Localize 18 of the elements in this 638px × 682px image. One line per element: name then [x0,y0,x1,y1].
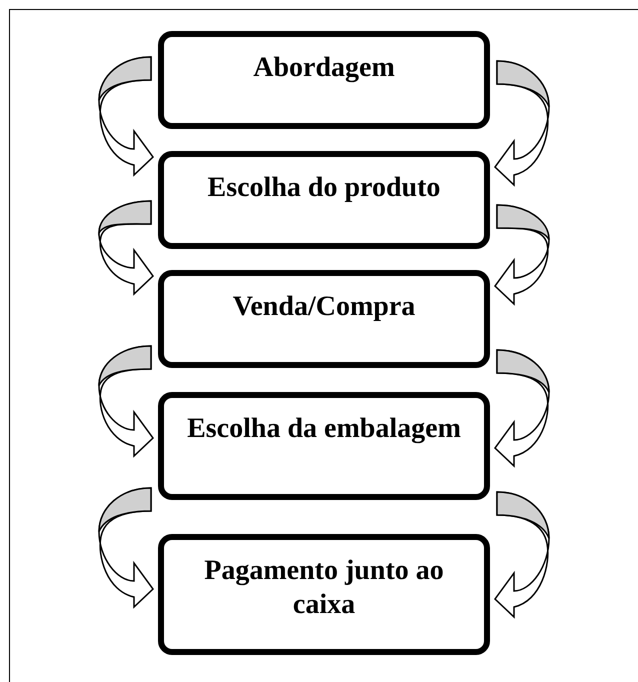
curved-arrow [98,345,154,457]
process-box [158,151,490,249]
process-box [158,270,490,368]
process-box [158,534,490,655]
curved-arrow [494,349,550,467]
step-label: Escolha do produto [206,171,442,205]
step-label: Escolha da embalagem [186,412,462,446]
curved-arrow [98,56,154,176]
step-label: Venda/Compra [232,290,416,324]
process-box [158,392,490,500]
curved-arrow [98,200,154,295]
step-label: Abordagem [252,51,396,85]
curved-arrow [494,60,550,186]
process-box [158,31,490,129]
curved-arrow [98,487,154,608]
step-label: Pagamento junto ao caixa [203,554,445,622]
curved-arrow [494,204,550,305]
curved-arrow [494,491,550,618]
